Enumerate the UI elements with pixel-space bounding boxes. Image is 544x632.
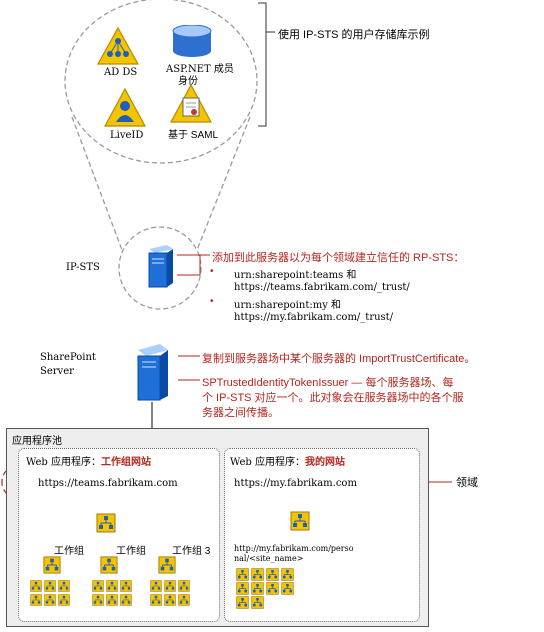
personal-site-icon xyxy=(281,582,294,595)
ad-ds-icon xyxy=(96,26,140,65)
webapp-teams-title: Web 应用程序：工作组网站 xyxy=(26,457,151,468)
team-label-3: 工作组 3 xyxy=(172,546,211,557)
site-icon xyxy=(106,580,118,592)
bullet: • xyxy=(210,266,214,277)
site-collection-icon xyxy=(158,556,176,574)
liveid-label: LiveID xyxy=(110,130,144,141)
team-label-1: 工作组 xyxy=(54,546,84,557)
trust-url-1: https://teams.fabrikam.com/_trust/ xyxy=(234,282,410,293)
site-icon xyxy=(58,594,70,606)
mysite-path-2: nal/<site_name> xyxy=(234,554,304,563)
site-icon xyxy=(58,580,70,592)
personal-site-icon xyxy=(236,596,249,609)
ip-sts-server-icon xyxy=(148,245,173,288)
aspnet-label-1: ASP.NET 成员 xyxy=(166,64,234,75)
user-store-caption: 使用 IP-STS 的用户存储库示例 xyxy=(278,29,430,41)
personal-site-icon xyxy=(236,582,249,595)
my-url: https://my.fabrikam.com xyxy=(234,478,357,489)
site-collection-icon xyxy=(100,556,118,574)
sharepoint-label-2: Server xyxy=(40,366,74,377)
token-issuer-note-3: 务器之间传播。 xyxy=(202,407,279,419)
site-icon xyxy=(178,594,190,606)
zone-label: 领域 xyxy=(456,477,478,489)
personal-site-icon xyxy=(251,596,264,609)
app-pool-label: 应用程序池 xyxy=(12,436,62,447)
site-icon xyxy=(106,594,118,606)
store-bracket xyxy=(258,2,267,127)
trust-url-2: https://my.fabrikam.com/_trust/ xyxy=(234,312,394,323)
saml-icon xyxy=(170,84,212,123)
site-icon xyxy=(44,594,56,606)
personal-site-icon xyxy=(251,568,264,581)
aspnet-label-2: 身份 xyxy=(178,76,198,87)
ip-sts-note-title: 添加到此服务器以为每个领域建立信任的 RP-STS： xyxy=(212,252,465,264)
site-collection-icon xyxy=(43,556,61,574)
site-icon xyxy=(150,594,162,606)
my-site-host-icon xyxy=(290,511,310,531)
site-icon xyxy=(30,594,42,606)
site-icon xyxy=(30,580,42,592)
personal-site-icon xyxy=(236,568,249,581)
site-icon xyxy=(164,580,176,592)
ip-sts-label: IP-STS xyxy=(66,262,100,273)
personal-site-icon xyxy=(281,568,294,581)
site-icon xyxy=(178,580,190,592)
import-trust-note: 复制到服务器场中某个服务器的 ImportTrustCertificate。 xyxy=(202,353,476,365)
site-icon xyxy=(92,594,104,606)
token-issuer-note-1: SPTrustedIdentityTokenIssuer — 每个服务器场、每 xyxy=(202,377,454,389)
webapp-teams xyxy=(18,448,220,622)
bullet: • xyxy=(210,296,214,307)
site-icon xyxy=(92,580,104,592)
personal-site-icon xyxy=(266,582,279,595)
site-icon xyxy=(164,594,176,606)
token-issuer-note-2: 个 IP-STS 对应一个。此对象会在服务器场中的各个服 xyxy=(202,392,464,404)
teams-url: https://teams.fabrikam.com xyxy=(38,478,178,489)
team-label-2: 工作组 xyxy=(116,546,146,557)
trust-urn-2: urn:sharepoint:my 和 xyxy=(234,300,342,311)
database-icon xyxy=(172,25,212,57)
ad-ds-label: AD DS xyxy=(104,67,138,78)
mysite-path-1: http://my.fabrikam.com/perso xyxy=(234,544,354,553)
site-icon xyxy=(120,580,132,592)
site-icon xyxy=(44,580,56,592)
sharepoint-server-icon xyxy=(137,344,168,401)
personal-site-icon xyxy=(266,568,279,581)
user-store-ellipse xyxy=(64,0,258,164)
trust-urn-1: urn:sharepoint:teams 和 xyxy=(234,270,357,281)
webapp-my-title: Web 应用程序：我的网站 xyxy=(230,457,345,468)
site-collection-root-icon xyxy=(96,513,116,533)
site-icon xyxy=(120,594,132,606)
site-icon xyxy=(150,580,162,592)
saml-label: 基于 SAML xyxy=(168,130,219,141)
liveid-icon xyxy=(104,88,146,127)
sharepoint-label-1: SharePoint xyxy=(40,352,96,363)
personal-site-icon xyxy=(251,582,264,595)
ip-sts-circle xyxy=(118,226,202,310)
